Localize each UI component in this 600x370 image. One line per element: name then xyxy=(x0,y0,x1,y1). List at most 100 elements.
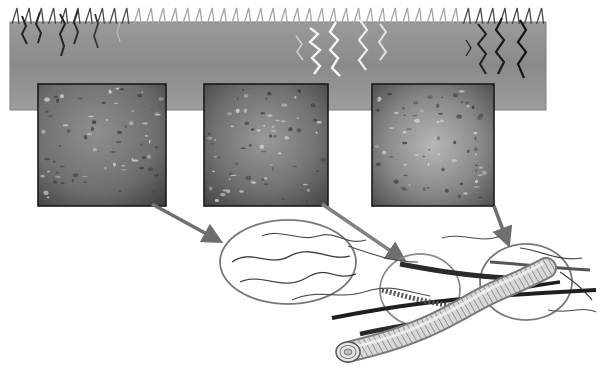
speckle xyxy=(53,96,58,98)
speckle xyxy=(275,120,279,122)
speckle xyxy=(409,184,411,186)
speckle xyxy=(273,135,277,138)
speckle xyxy=(316,170,319,172)
speckle xyxy=(73,173,78,177)
speckle xyxy=(106,119,109,121)
speckle xyxy=(271,130,276,132)
speckle xyxy=(244,109,247,113)
speckle xyxy=(261,151,267,153)
speckle xyxy=(438,113,443,115)
speckle xyxy=(382,151,386,155)
speckle xyxy=(47,171,50,173)
speckle xyxy=(281,198,285,200)
speckle xyxy=(278,152,281,154)
speckle xyxy=(478,118,482,119)
speckle xyxy=(249,144,252,147)
speckle xyxy=(264,177,267,179)
speckle xyxy=(212,171,215,172)
speckle xyxy=(402,142,407,144)
speckle xyxy=(374,145,379,147)
speckle xyxy=(110,151,116,152)
speckle xyxy=(87,133,93,135)
speckle xyxy=(475,154,477,156)
speckle xyxy=(451,159,457,162)
speckle xyxy=(83,182,86,183)
speckle xyxy=(413,101,419,104)
speckle xyxy=(440,120,444,123)
speckle xyxy=(458,195,461,198)
speckle xyxy=(272,126,275,128)
speckle xyxy=(404,115,406,116)
speckle xyxy=(479,114,484,118)
speckle xyxy=(229,178,231,180)
speckle xyxy=(132,158,134,162)
speckle xyxy=(155,146,158,149)
speckle xyxy=(158,97,163,101)
speckle xyxy=(436,104,440,108)
speckle xyxy=(151,109,153,110)
speckle xyxy=(288,127,292,131)
speckle xyxy=(102,102,106,104)
speckle xyxy=(261,112,266,114)
speckle xyxy=(227,112,232,115)
speckle xyxy=(55,176,61,178)
speckle xyxy=(474,186,480,188)
speckle xyxy=(98,151,100,152)
speckle xyxy=(208,132,211,135)
speckle xyxy=(207,137,212,140)
speckle xyxy=(93,148,97,151)
speckle xyxy=(211,143,214,144)
speckle xyxy=(237,98,239,101)
speckle xyxy=(44,158,50,160)
speckle xyxy=(389,127,394,129)
speckle xyxy=(317,121,322,124)
arrow-panel-3 xyxy=(494,206,506,238)
speckle xyxy=(475,169,477,172)
micrograph-panel-3 xyxy=(372,84,494,206)
speckle xyxy=(215,199,219,202)
speckle xyxy=(307,189,310,192)
arrow-panel-1 xyxy=(152,204,214,238)
speckle xyxy=(88,116,94,118)
speckle xyxy=(239,190,244,192)
speckle xyxy=(437,153,440,155)
speckle xyxy=(109,90,111,94)
speckle xyxy=(61,182,65,184)
speckle xyxy=(479,167,483,169)
speckle xyxy=(59,145,62,146)
speckle xyxy=(251,181,255,185)
speckle xyxy=(53,180,57,184)
speckle xyxy=(244,94,249,98)
speckle xyxy=(145,135,148,137)
speckle xyxy=(147,155,151,159)
speckle xyxy=(306,200,308,204)
speckle xyxy=(427,95,433,99)
speckle xyxy=(142,156,146,159)
speckle xyxy=(41,130,45,134)
speckle xyxy=(467,150,470,153)
speckle xyxy=(482,171,487,175)
speckle xyxy=(460,183,463,186)
speckle xyxy=(401,187,406,189)
speckle xyxy=(131,110,134,112)
zoom-ellipse-1 xyxy=(220,220,356,304)
speckle xyxy=(422,156,425,157)
speckle xyxy=(72,179,74,183)
speckle xyxy=(296,117,299,119)
speckle xyxy=(104,167,106,170)
speckle xyxy=(434,137,436,139)
speckle xyxy=(321,158,327,162)
speckle xyxy=(423,187,425,191)
speckle xyxy=(152,190,156,193)
speckle xyxy=(303,184,308,186)
speckle xyxy=(56,172,60,174)
speckle xyxy=(461,101,464,103)
speckle xyxy=(251,128,255,130)
speckle xyxy=(478,174,483,176)
speckle xyxy=(415,154,419,156)
speckle xyxy=(142,122,148,125)
speckle xyxy=(406,128,412,129)
speckle xyxy=(414,119,420,123)
speckle xyxy=(119,190,122,192)
speckle xyxy=(214,139,216,141)
